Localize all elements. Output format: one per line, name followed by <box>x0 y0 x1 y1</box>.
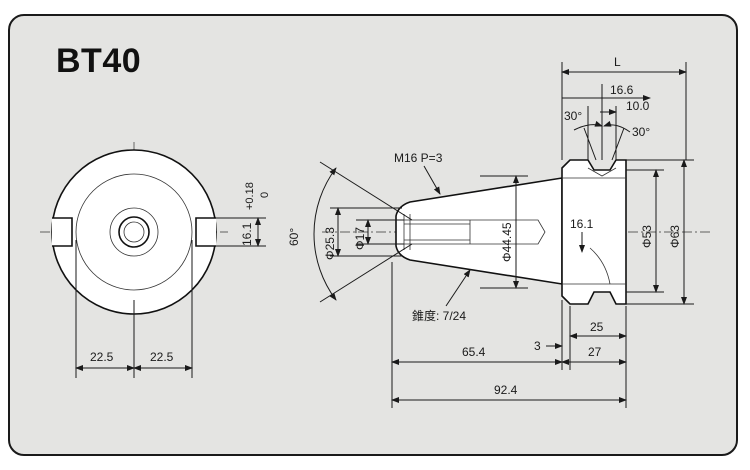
taper-leader <box>445 269 471 307</box>
thread-label: M16 P=3 <box>394 151 443 165</box>
right-drive-slot <box>195 217 216 247</box>
thread-leader <box>423 165 441 195</box>
bore-inner-circle <box>123 221 145 243</box>
left-drive-slot <box>52 217 73 247</box>
len-27-label: 27 <box>588 345 602 359</box>
length-L-label: L <box>614 55 621 69</box>
flange-recess-curve <box>589 247 611 285</box>
angle-30-left-line <box>583 127 597 161</box>
bore-circle <box>118 216 150 248</box>
front-view: 16.1 +0.18 0 22.5 22.5 <box>40 142 271 378</box>
side-view: 60° Φ25.3 Φ17 M16 P=3 Φ44.45 16.1 <box>287 55 712 408</box>
len-65-4-label: 65.4 <box>462 345 486 359</box>
flange-inner-circle <box>75 173 193 291</box>
len-16-6-label: 16.6 <box>610 83 634 97</box>
v-flange <box>561 159 627 305</box>
width-right-label: 22.5 <box>150 350 174 364</box>
angle-60-label: 60° <box>287 228 301 246</box>
angle-30-right-line <box>611 127 625 161</box>
d44-label: Φ44.45 <box>500 222 514 262</box>
slot-tolerance-minus: 0 <box>259 192 271 198</box>
len-25-label: 25 <box>590 320 604 334</box>
depth-label: 16.1 <box>570 217 594 231</box>
angle-60-ext-bottom <box>319 243 413 303</box>
thread-bore <box>402 219 546 245</box>
d25-label: Φ25.3 <box>323 227 337 260</box>
d17-label: Φ17 <box>353 227 367 250</box>
len-10-label: 10.0 <box>626 99 650 113</box>
angle-60-ext-top <box>319 161 413 221</box>
width-left-label: 22.5 <box>90 350 114 364</box>
len-3-label: 3 <box>534 339 541 353</box>
taper-label: 錐度: 7/24 <box>412 308 466 323</box>
angle-30-right-label: 30° <box>632 125 650 139</box>
len-92-4-label: 92.4 <box>494 383 518 397</box>
v-groove <box>587 167 617 177</box>
slot-height-label: 16.1 <box>240 222 254 246</box>
angle-30-left-label: 30° <box>564 109 582 123</box>
taper-shank <box>395 177 563 285</box>
angle-30-right-arc <box>603 120 631 133</box>
hub-circle <box>109 207 159 257</box>
d63-label: Φ63 <box>668 225 682 248</box>
d53-label: Φ53 <box>640 225 654 248</box>
angle-30-left-arc <box>573 120 603 131</box>
model-title: BT40 <box>56 42 142 80</box>
slot-tolerance-plus: +0.18 <box>244 182 256 210</box>
angle-60-arc <box>313 167 337 301</box>
